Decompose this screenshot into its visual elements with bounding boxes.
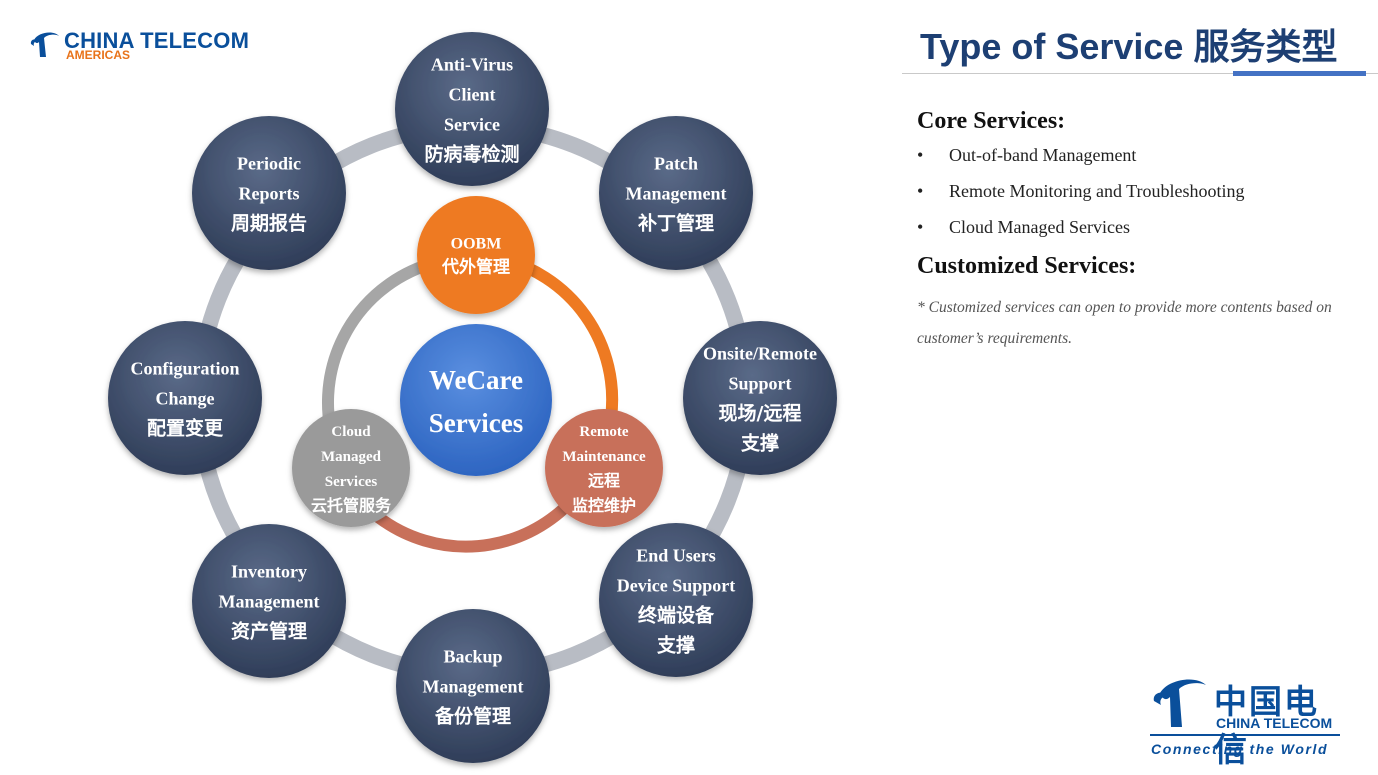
node-circle [192, 524, 346, 678]
bullet: • [917, 181, 924, 201]
node-label-line: 资产管理 [231, 619, 307, 642]
core-service-item: • Remote Monitoring and Troubleshooting [917, 181, 1357, 217]
node-label-line: 周期报告 [231, 211, 307, 234]
node-label-line: Inventory [231, 561, 307, 581]
node-circle [108, 321, 262, 475]
node-label-line: Management [219, 591, 320, 611]
bullet: • [917, 217, 924, 237]
logo-chinese-name: 中国电信 [1214, 682, 1319, 769]
logo-name: CHINA TELECOM [64, 28, 250, 53]
core-service-label: Cloud Managed Services [949, 217, 1130, 237]
logo-divider [1150, 734, 1340, 736]
core-services-heading: Core Services: [917, 108, 1066, 134]
node-label-line: 代外管理 [441, 257, 510, 278]
node-label-line: 远程 [588, 471, 620, 490]
node-label-line: Onsite/Remote [703, 343, 817, 363]
node-oobm: OOBM 代外管理 [417, 196, 535, 314]
center-node [400, 324, 552, 476]
node-label-line: Reports [239, 183, 300, 203]
node-label-line: Maintenance [562, 449, 646, 465]
node-label-line: 终端设备 [638, 603, 715, 626]
node-label-line: Backup [443, 646, 502, 666]
node-label-line: Support [728, 373, 791, 393]
node-label-line: Service [444, 114, 500, 134]
core-service-item: • Cloud Managed Services [917, 217, 1357, 253]
node-circle [192, 116, 346, 270]
china-telecom-americas-logo: CHINA TELECOM AMERICAS [28, 28, 268, 68]
core-service-label: Out-of-band Management [949, 145, 1137, 165]
customized-services-note: * Customized services can open to provid… [917, 299, 1332, 347]
core-service-item: • Out-of-band Management [917, 145, 1357, 181]
customized-services-heading: Customized Services: [917, 253, 1137, 279]
core-services-list: • Out-of-band Management • Remote Monitori… [917, 145, 1357, 253]
node-circle [683, 321, 837, 475]
node-label-line: Services [325, 474, 378, 490]
services-description: Core Services: • Out-of-band Management •… [917, 108, 1357, 354]
node-circle [417, 196, 535, 314]
node-label-line: Configuration [130, 358, 239, 378]
node-label-line: 备份管理 [434, 704, 511, 727]
node-label-line: Managed [321, 449, 382, 465]
node-circle [395, 32, 549, 186]
logo-english-name: CHINA TELECOM [1216, 715, 1333, 731]
title-divider [902, 73, 1378, 74]
china-telecom-logo-icon [30, 32, 59, 57]
node-circle [396, 609, 550, 763]
node-circle [599, 116, 753, 270]
node-label-line: 现场/远程 [719, 402, 802, 424]
node-label-line: 支撑 [740, 431, 779, 454]
center-label-line2: Services [429, 408, 523, 438]
node-label-line: Patch [654, 153, 698, 173]
node-label-line: Management [423, 676, 524, 696]
china-telecom-logo-icon [1153, 679, 1206, 727]
page-title: Type of Service 服务类型 [920, 26, 1338, 67]
node-label-line: Cloud [331, 424, 371, 440]
bullet: • [917, 145, 924, 165]
node-label-line: End Users [636, 545, 716, 565]
logo-tagline: Connecting the World [1151, 741, 1329, 757]
center-label-line1: WeCare [429, 365, 523, 395]
node-circle [545, 409, 663, 527]
china-telecom-footer-logo: 中国电信 CHINA TELECOM Connecting the World [1150, 675, 1350, 769]
node-circle [292, 409, 410, 527]
node-circle [599, 523, 753, 677]
node-label-line: 云托管服务 [311, 496, 392, 515]
logo-subtitle: AMERICAS [66, 48, 131, 62]
core-service-label: Remote Monitoring and Troubleshooting [949, 181, 1245, 201]
node-label-line: Remote [579, 424, 628, 440]
title-accent-bar [1233, 71, 1366, 76]
node-label-line: 监控维护 [572, 496, 636, 515]
node-label-line: 防病毒检测 [424, 142, 519, 165]
node-label-line: 补丁管理 [638, 211, 714, 234]
node-label-line: Device Support [617, 575, 736, 595]
node-label-line: Management [626, 183, 727, 203]
node-label-line: Periodic [237, 153, 301, 173]
node-label-line: 支撑 [656, 633, 695, 656]
node-label-line: Client [449, 84, 496, 104]
node-label-line: OOBM [451, 236, 502, 253]
node-label-line: Change [155, 388, 214, 408]
node-label-line: 配置变更 [147, 416, 224, 439]
node-label-line: Anti-Virus [431, 54, 513, 74]
